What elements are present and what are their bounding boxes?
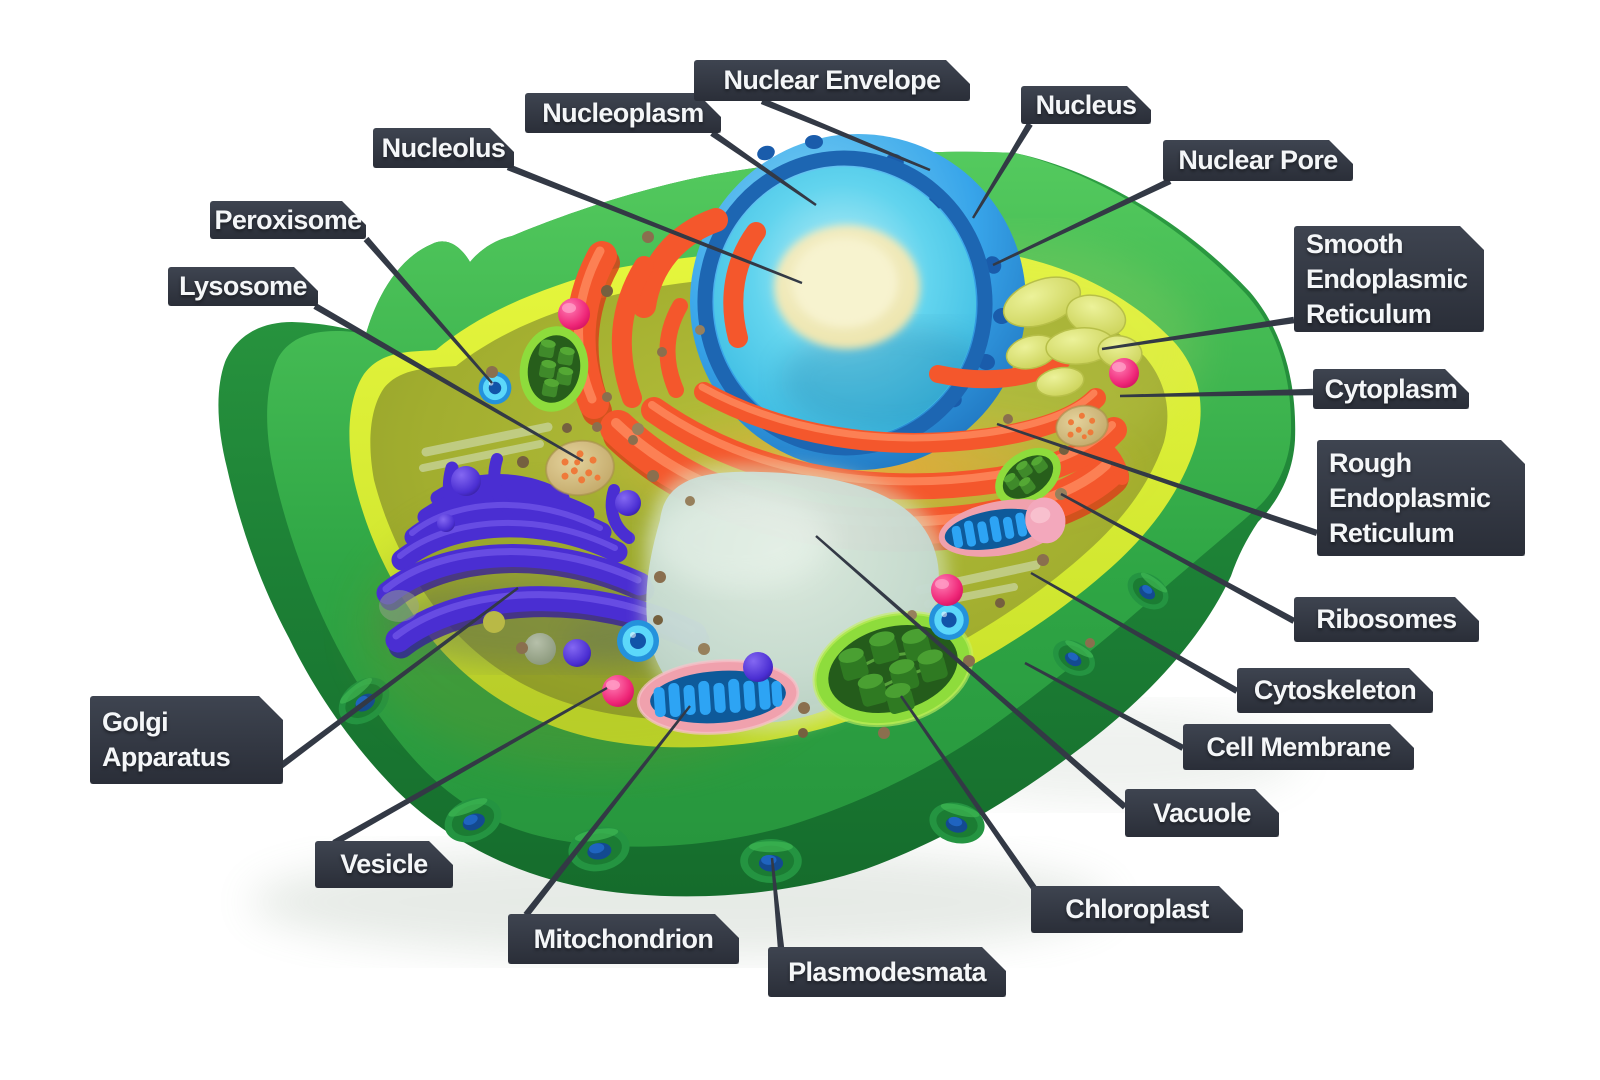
pink-vesicles	[558, 298, 1139, 707]
leader-line-ribosomes	[1060, 492, 1296, 624]
lysosome-donut-right	[929, 600, 969, 640]
leader-line-nucleoplasm	[710, 130, 817, 206]
purple-vesicles	[437, 466, 773, 682]
leader-line-cytoskeleton	[1030, 572, 1239, 694]
leader-line-vacuole	[815, 535, 1128, 810]
leader-line-nucleus	[972, 122, 1033, 219]
nucleus	[690, 134, 1026, 470]
leader-line-chloroplast	[900, 695, 1037, 890]
leader-line-nuclear-envelope	[760, 98, 931, 172]
leader-line-smooth-endoplasmic-reticulum	[1101, 316, 1295, 351]
leader-line-plasmodesmata	[770, 857, 785, 949]
chloroplast-right	[995, 447, 1061, 507]
leader-line-nucleolus	[506, 164, 803, 285]
ribosome-dots	[486, 231, 1095, 739]
leader-line-peroxisome	[363, 236, 493, 384]
plasmodesmata-craters	[338, 572, 1169, 883]
gray-blob	[379, 590, 419, 622]
mitochondrion-right	[938, 497, 1066, 557]
leader-line-rough-endoplasmic-reticulum	[996, 422, 1318, 536]
leader-line-cytoplasm	[1120, 388, 1314, 398]
tan-granule-body-right	[1055, 404, 1109, 448]
chloroplast-bottom	[812, 610, 974, 728]
leader-line-lysosome	[313, 303, 584, 462]
chloroplast-left	[519, 326, 589, 412]
smooth-endoplasmic-reticulum-blobs	[1002, 276, 1143, 398]
leader-line-vesicle	[332, 687, 608, 846]
leader-line-golgi-apparatus	[268, 587, 519, 777]
gray-sphere	[524, 633, 556, 665]
olive-sphere	[483, 611, 505, 633]
leader-lines	[268, 98, 1318, 949]
leader-line-nuclear-pore	[992, 178, 1172, 267]
leader-line-cell-membrane	[1024, 661, 1185, 751]
leader-line-mitochondrion	[523, 705, 691, 917]
lysosome-donut-center	[617, 620, 659, 662]
tan-granule-body	[545, 439, 615, 497]
mitochondrion-bottom	[636, 659, 800, 735]
